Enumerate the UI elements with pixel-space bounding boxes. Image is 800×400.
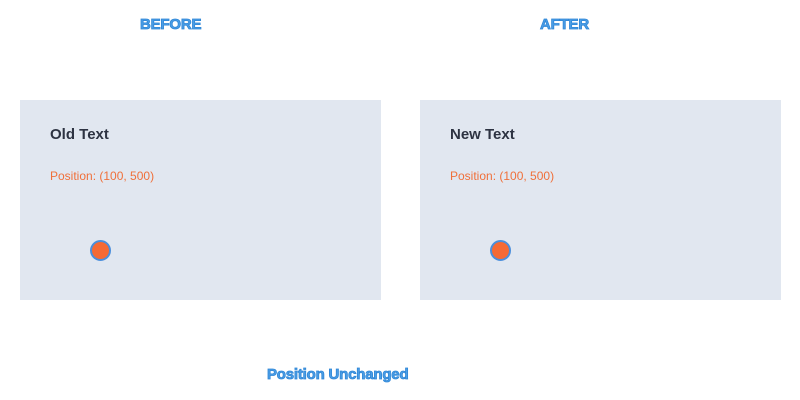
after-position-label: Position: (100, 500) bbox=[450, 169, 555, 183]
after-heading: AFTER bbox=[540, 16, 590, 34]
before-position-marker bbox=[90, 240, 111, 261]
before-position-label: Position: (100, 500) bbox=[50, 169, 155, 183]
after-panel: New Text Position: (100, 500) bbox=[420, 100, 781, 300]
before-heading: BEFORE bbox=[140, 16, 202, 34]
before-panel-title: Old Text bbox=[50, 126, 109, 143]
before-panel: Old Text Position: (100, 500) bbox=[20, 100, 381, 300]
position-unchanged-caption: Position Unchanged bbox=[267, 366, 409, 384]
after-panel-title: New Text bbox=[450, 126, 515, 143]
after-position-marker bbox=[490, 240, 511, 261]
